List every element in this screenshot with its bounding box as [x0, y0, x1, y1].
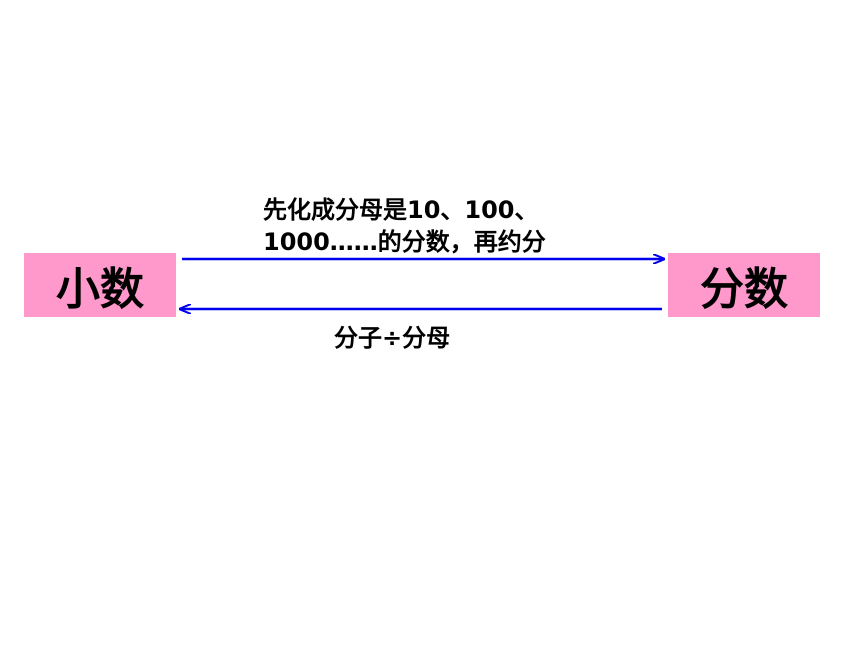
- decimal-node: 小数: [24, 253, 176, 317]
- fraction-node-label: 分数: [700, 264, 788, 315]
- decimal-to-fraction-label-line2: 1000……的分数，再约分: [263, 228, 546, 256]
- fraction-to-decimal-label: 分子÷分母: [334, 324, 451, 352]
- fraction-node: 分数: [668, 253, 820, 317]
- decimal-to-fraction-label-line1: 先化成分母是10、100、: [263, 196, 539, 224]
- decimal-node-label: 小数: [56, 264, 144, 315]
- decimal-to-fraction-label: 先化成分母是10、100、 1000……的分数，再约分: [263, 194, 546, 258]
